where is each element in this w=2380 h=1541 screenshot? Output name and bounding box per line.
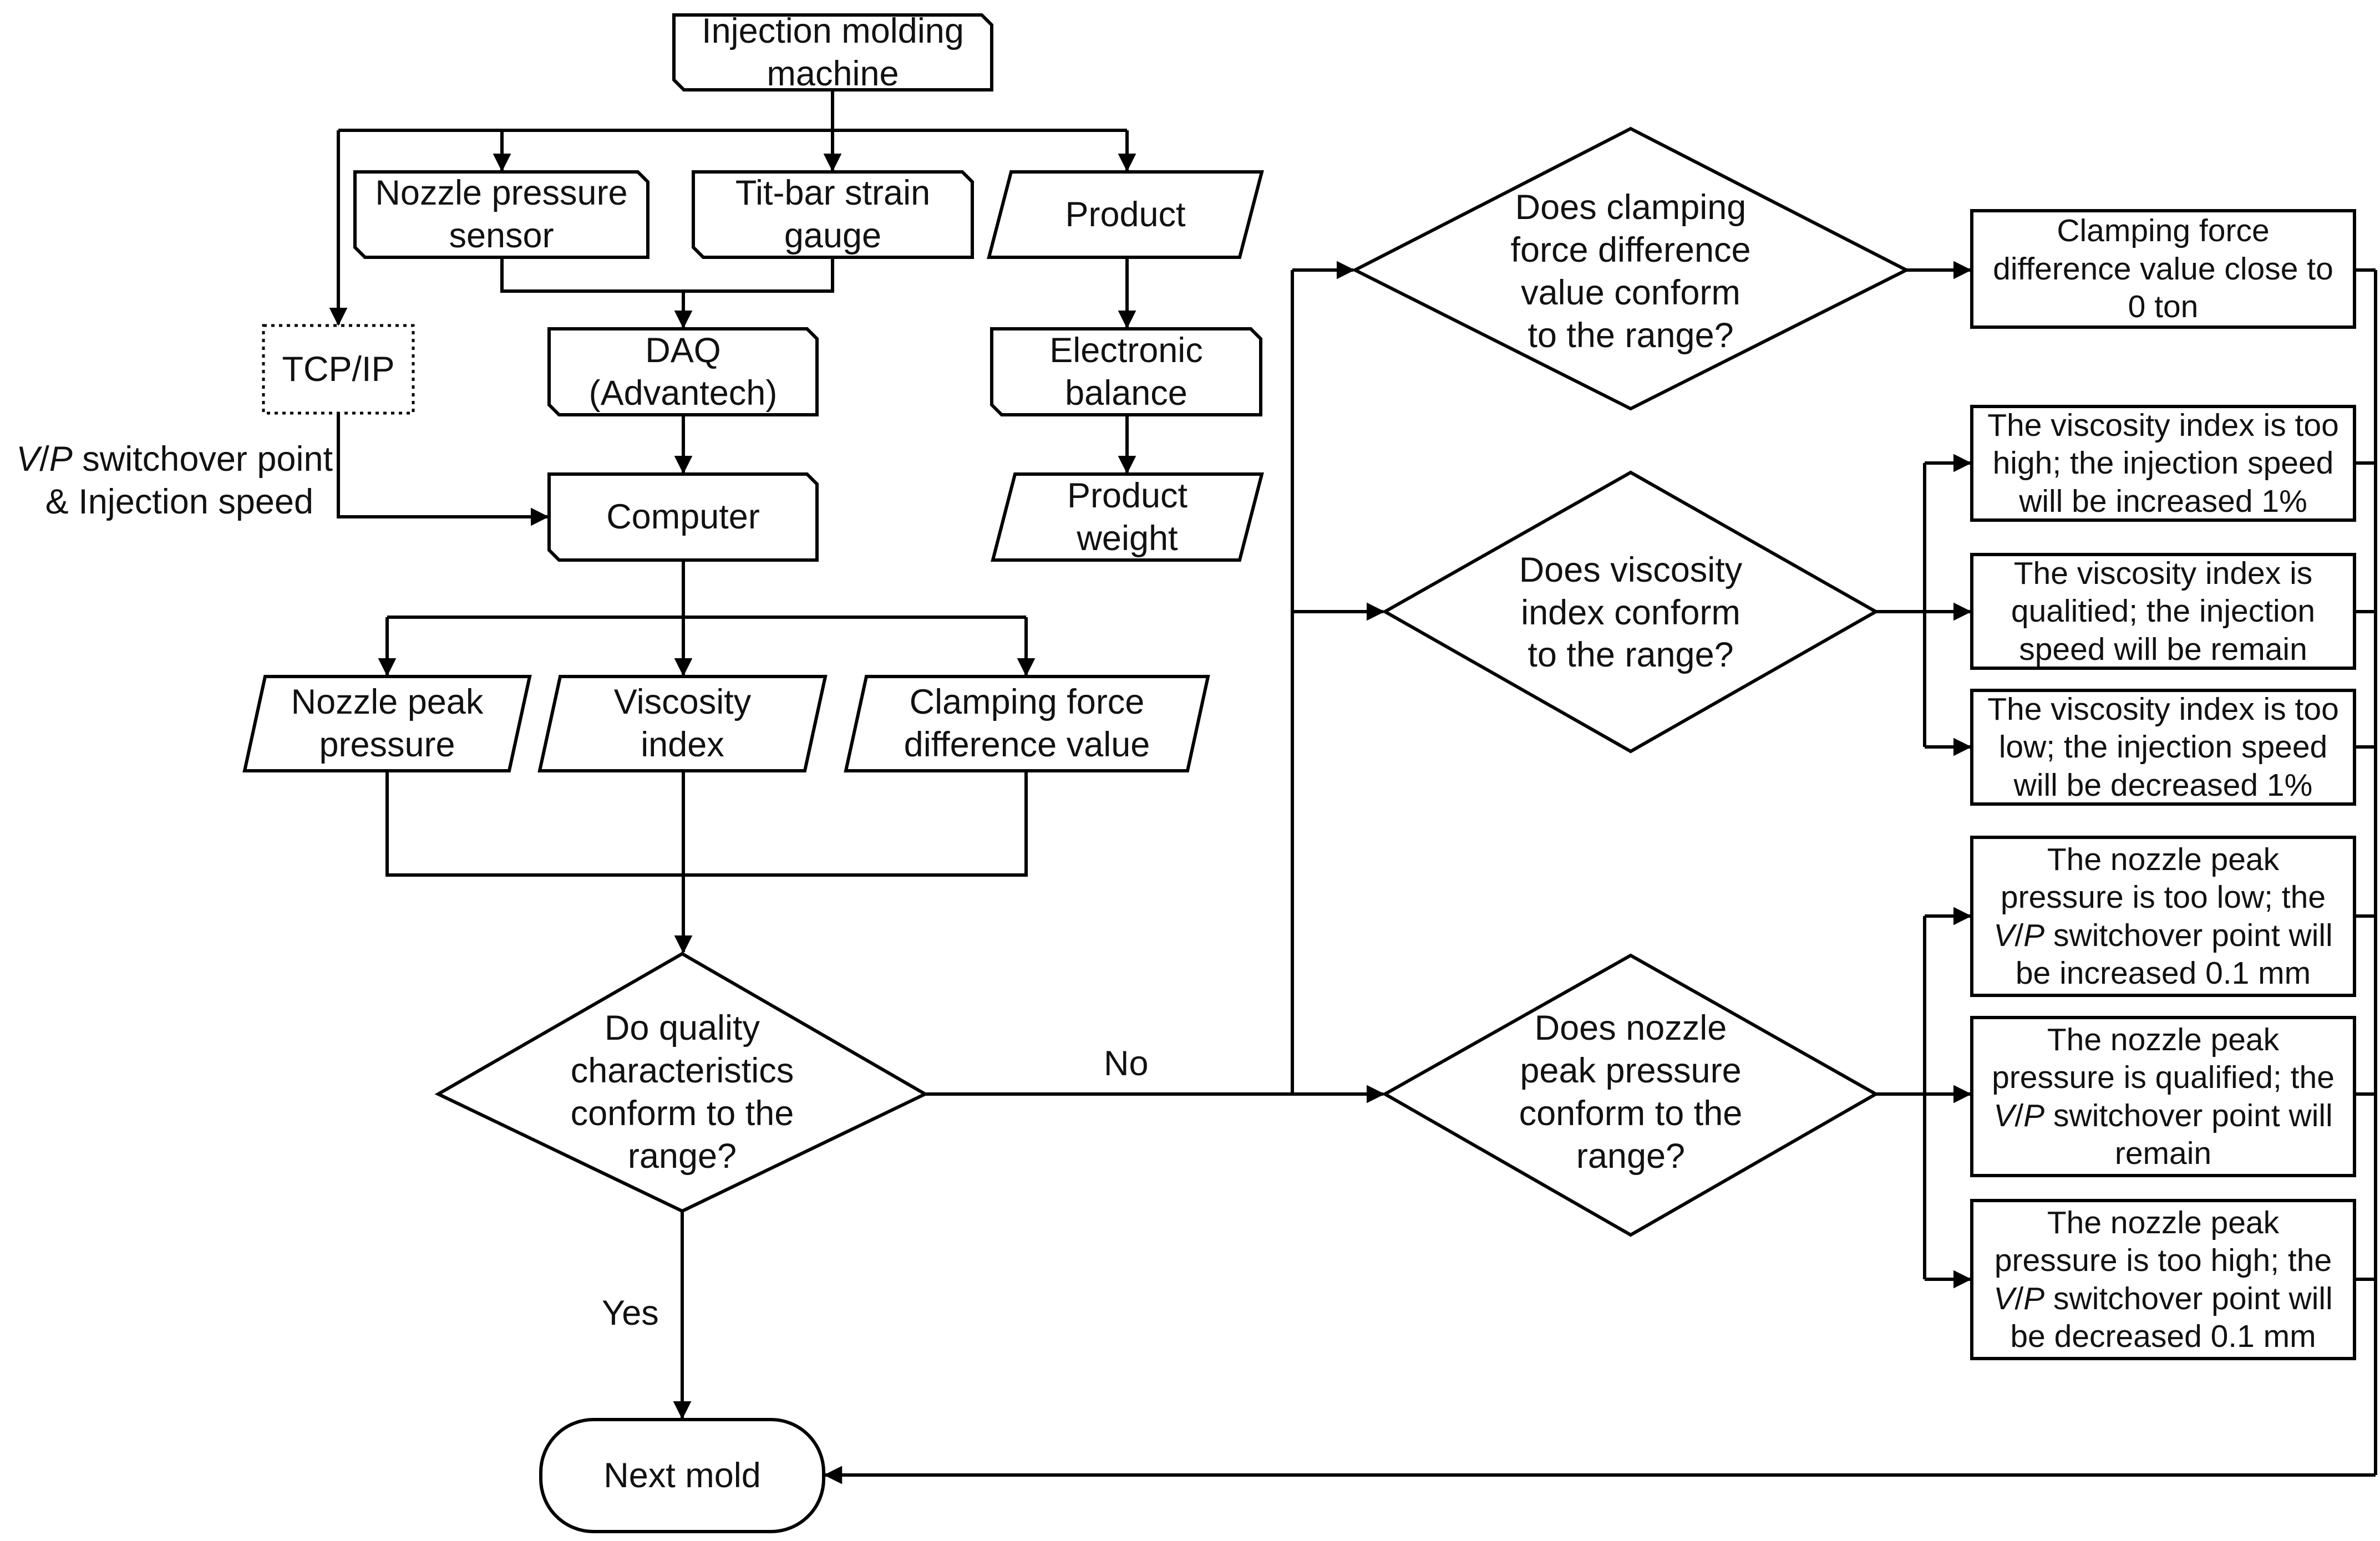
- clamping-result-label: Clamping force difference value close to…: [1993, 213, 2333, 325]
- nozzle-low-slash: /: [2014, 917, 2024, 953]
- decision-viscosity-diamond: [1381, 470, 1880, 754]
- nozzle-sensor-label: Nozzle pressure sensor: [375, 174, 628, 255]
- balance-box: [990, 327, 1262, 416]
- product-label: Product: [1065, 195, 1186, 234]
- machine-box: [672, 13, 993, 91]
- nozzle-high-label: The nozzle peak pressure is too high; th…: [1975, 1202, 2352, 1357]
- nozzle-high-v: V: [1993, 1280, 2015, 1316]
- vp-rest: switchover point: [72, 440, 333, 479]
- visc-high-label: The viscosity index is too high; the inj…: [1987, 407, 2339, 519]
- vp-line2: & Injection speed: [45, 482, 313, 521]
- tcpip-label: TCP/IP: [282, 349, 395, 389]
- nozzle-ok-p: P: [2023, 1097, 2045, 1133]
- nozzle-high-text-b: switchover point will be decreased 0.1 m…: [2010, 1280, 2333, 1354]
- decision-nozzle-label: Does nozzle peak pressure conform to the…: [1519, 1009, 1743, 1176]
- nozzle-high-text-a: The nozzle peak pressure is too high; th…: [1994, 1204, 2332, 1279]
- daq-box: [547, 327, 819, 416]
- visc-ok-box: [1970, 553, 2356, 670]
- nozzle-ok-text-b: switchover point will remain: [2053, 1097, 2333, 1171]
- viscosity-index-box: [537, 675, 828, 772]
- decision-quality-label: Do quality characteristics conform to th…: [570, 1009, 794, 1176]
- nozzle-low-label: The nozzle peak pressure is too low; the…: [1975, 838, 2352, 994]
- visc-ok-label: The viscosity index is qualitied; the in…: [2011, 555, 2316, 667]
- nozzle-low-p: P: [2023, 917, 2045, 953]
- next-mold-label: Next mold: [603, 1456, 761, 1495]
- vp-slash: /: [39, 440, 49, 479]
- product-weight-box: [991, 472, 1264, 562]
- nozzle-low-text-b: switchover point will be increased 0.1 m…: [2015, 917, 2333, 991]
- nozzle-peak-label: Nozzle peak pressure: [291, 683, 484, 764]
- viscosity-index-label: Viscosity index: [613, 683, 752, 764]
- decision-viscosity-label: Does viscosity index conform to the rang…: [1519, 550, 1743, 675]
- no-edge-label: No: [1104, 1044, 1149, 1083]
- product-box: [987, 170, 1264, 259]
- clamping-diff-label: Clamping force difference value: [904, 683, 1150, 764]
- computer-box: [547, 472, 819, 562]
- decision-clamping-label: Does clamping force difference value con…: [1510, 188, 1751, 355]
- visc-high-box: [1970, 405, 2356, 522]
- nozzle-ok-box: [1970, 1016, 2356, 1177]
- shapes: [242, 13, 2356, 1533]
- computer-label: Computer: [606, 497, 760, 537]
- nozzle-low-box: [1970, 836, 2356, 997]
- decision-nozzle-diamond: [1381, 953, 1880, 1237]
- decision-clamping-diamond: [1351, 126, 1910, 411]
- connectors: [329, 90, 2377, 1484]
- vp-p: P: [49, 440, 73, 479]
- daq-label: DAQ (Advantech): [588, 330, 778, 413]
- nozzle-ok-label: The nozzle peak pressure is qualified; t…: [1975, 1019, 2352, 1174]
- nozzle-ok-text-a: The nozzle peak pressure is qualified; t…: [1992, 1021, 2335, 1096]
- machine-label: Injection molding machine: [702, 11, 964, 93]
- nozzle-ok-slash: /: [2014, 1097, 2024, 1133]
- next-mold-terminator: [539, 1418, 825, 1533]
- nozzle-low-text-a: The nozzle peak pressure is too low; the: [2000, 841, 2326, 916]
- nozzle-low-v: V: [1993, 917, 2015, 953]
- vp-v: V: [16, 440, 40, 479]
- nozzle-peak-box: [242, 675, 532, 772]
- strain-gauge-box: [692, 170, 974, 259]
- yes-edge-label: Yes: [602, 1294, 659, 1333]
- nozzle-sensor-box: [353, 170, 649, 259]
- clamping-result-box: [1970, 209, 2356, 329]
- balance-label: Electronic balance: [1049, 330, 1203, 413]
- nozzle-ok-v: V: [1993, 1097, 2015, 1133]
- clamping-diff-box: [844, 675, 1210, 772]
- visc-low-box: [1970, 689, 2356, 806]
- vp-switchover-edge-label: V/P switchover point & Injection speed: [6, 438, 333, 523]
- strain-gauge-label: Tit-bar strain gauge: [735, 174, 931, 255]
- product-weight-label: Product weight: [1067, 476, 1188, 558]
- nozzle-high-slash: /: [2014, 1280, 2024, 1316]
- visc-low-label: The viscosity index is too low; the inje…: [1987, 691, 2339, 803]
- nozzle-high-p: P: [2023, 1280, 2045, 1316]
